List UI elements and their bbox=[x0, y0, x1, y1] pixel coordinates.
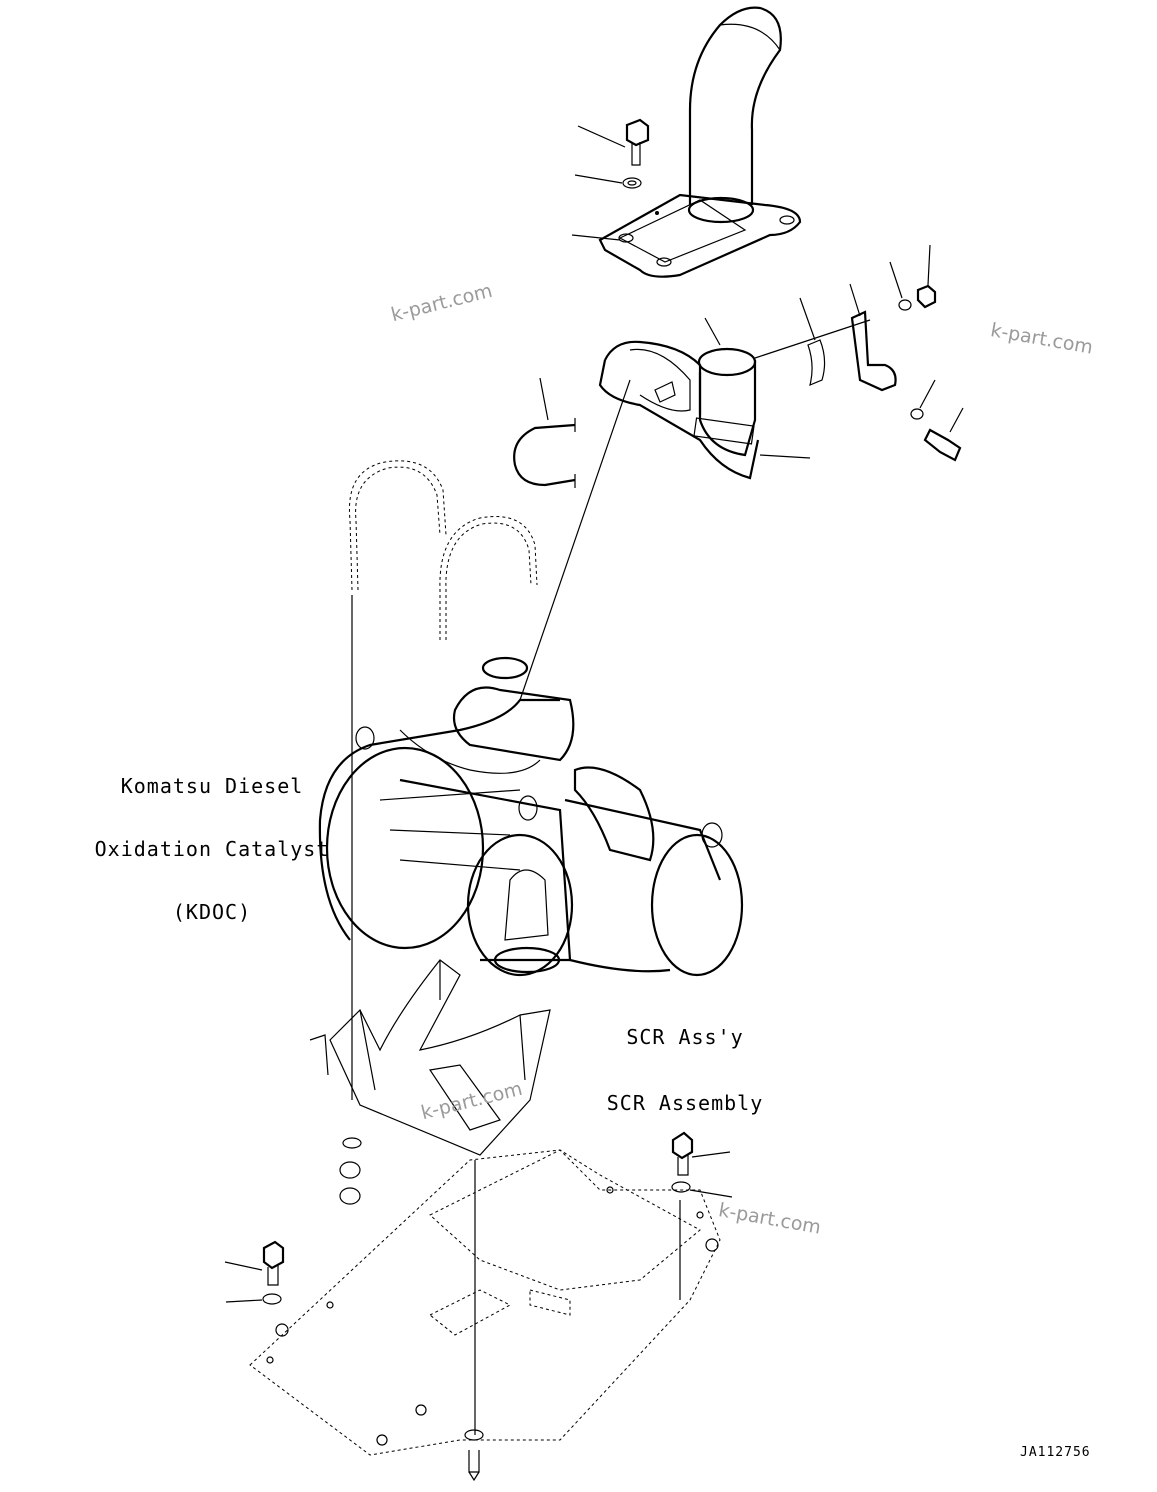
mount-bracket bbox=[309, 959, 551, 1156]
scr-label: SCR Ass'y SCR Assembly bbox=[580, 987, 790, 1139]
scr-label-line-1: SCR Ass'y bbox=[626, 1025, 744, 1049]
scr-label-line-2: SCR Assembly bbox=[606, 1091, 764, 1115]
kdoc-label-line-2: Oxidation Catalyst bbox=[94, 837, 330, 861]
base-bolts bbox=[224, 1131, 733, 1482]
bracket bbox=[754, 244, 964, 462]
elbow-pipe bbox=[598, 317, 811, 480]
stack-bolt bbox=[571, 118, 650, 241]
kdoc-label-line-1: Komatsu Diesel bbox=[120, 774, 304, 798]
u-bolt bbox=[513, 377, 576, 488]
exhaust-stack bbox=[598, 6, 802, 278]
kdoc-label-line-3: (KDOC) bbox=[172, 900, 252, 924]
sensor-hoses bbox=[348, 460, 538, 1100]
base-plate bbox=[249, 1149, 721, 1456]
drawing-code: JA112756 bbox=[1020, 1445, 1091, 1460]
spacers bbox=[339, 1137, 362, 1205]
kdoc-label: Komatsu Diesel Oxidation Catalyst (KDOC) bbox=[92, 736, 332, 945]
kdoc-scr-assembly bbox=[318, 379, 744, 977]
